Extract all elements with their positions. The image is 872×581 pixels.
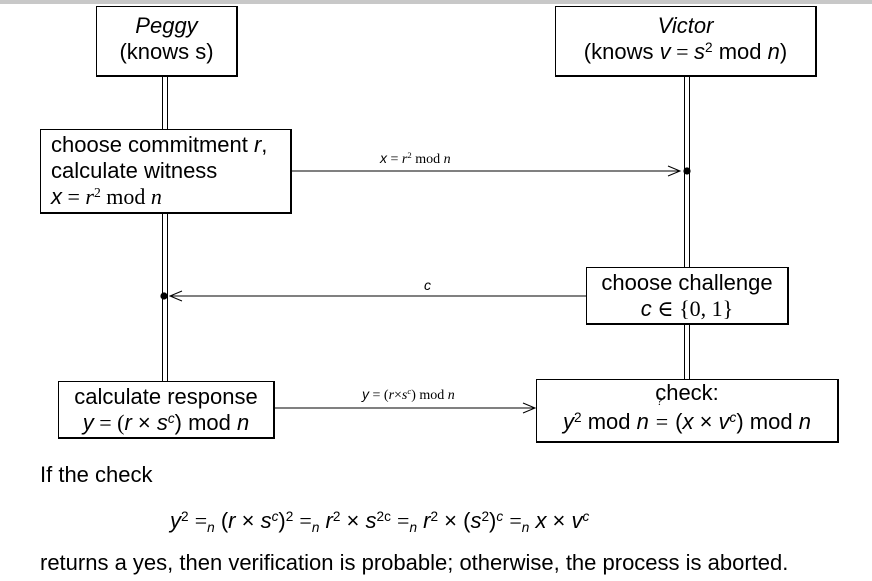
prover-lifeline [162,77,168,383]
verifier-lifeline [684,77,690,381]
witness-message-label: x = r2 mod n [380,150,451,167]
response-formula: y = (r × sc) mod n [82,410,250,435]
challenge-box: choose challenge c ∈ {0, 1} [586,267,789,325]
explanation-intro: If the check [40,462,153,487]
explanation-outro: returns a yes, then verification is prob… [40,550,789,575]
verifier-knowledge: (knows v = s2 mod n) [583,39,788,64]
challenge-line-1: choose challenge [601,270,773,295]
challenge-arrow [160,290,586,302]
verifier-name: Victor [657,13,714,38]
verifier-box: Victor (knows v = s2 mod n) [555,6,817,77]
commitment-formula: x = r2 mod n [51,184,162,209]
commitment-box: choose commitment r, calculate witness x… [40,129,292,214]
commitment-line-2: calculate witness [51,158,218,183]
prover-box: Peggy (knows s) [96,6,238,77]
response-message-label: y = (r×sc) mod n [362,386,455,403]
prover-name: Peggy [135,13,198,38]
challenge-formula: c ∈ {0, 1} [640,296,734,321]
check-box: check: y2 mod n ?= (x × vc) mod n [536,379,839,443]
response-box: calculate response y = (r × sc) mod n [58,381,275,439]
commitment-line-1: choose commitment r, [51,132,268,157]
prover-knowledge: (knows s) [119,39,214,64]
challenge-message-label: c [424,277,431,293]
response-arrow [275,402,537,414]
witness-arrow [291,165,691,177]
check-formula: y2 mod n ?= (x × vc) mod n [563,394,811,434]
response-line-1: calculate response [74,384,258,409]
questioned-equals: ?= [655,394,669,434]
top-border [0,0,872,4]
verification-formula: y2 =n (r × sc)2 =n r2 × s2c =n r2 × (s2)… [170,508,590,536]
check-line-1: check: [655,380,719,405]
